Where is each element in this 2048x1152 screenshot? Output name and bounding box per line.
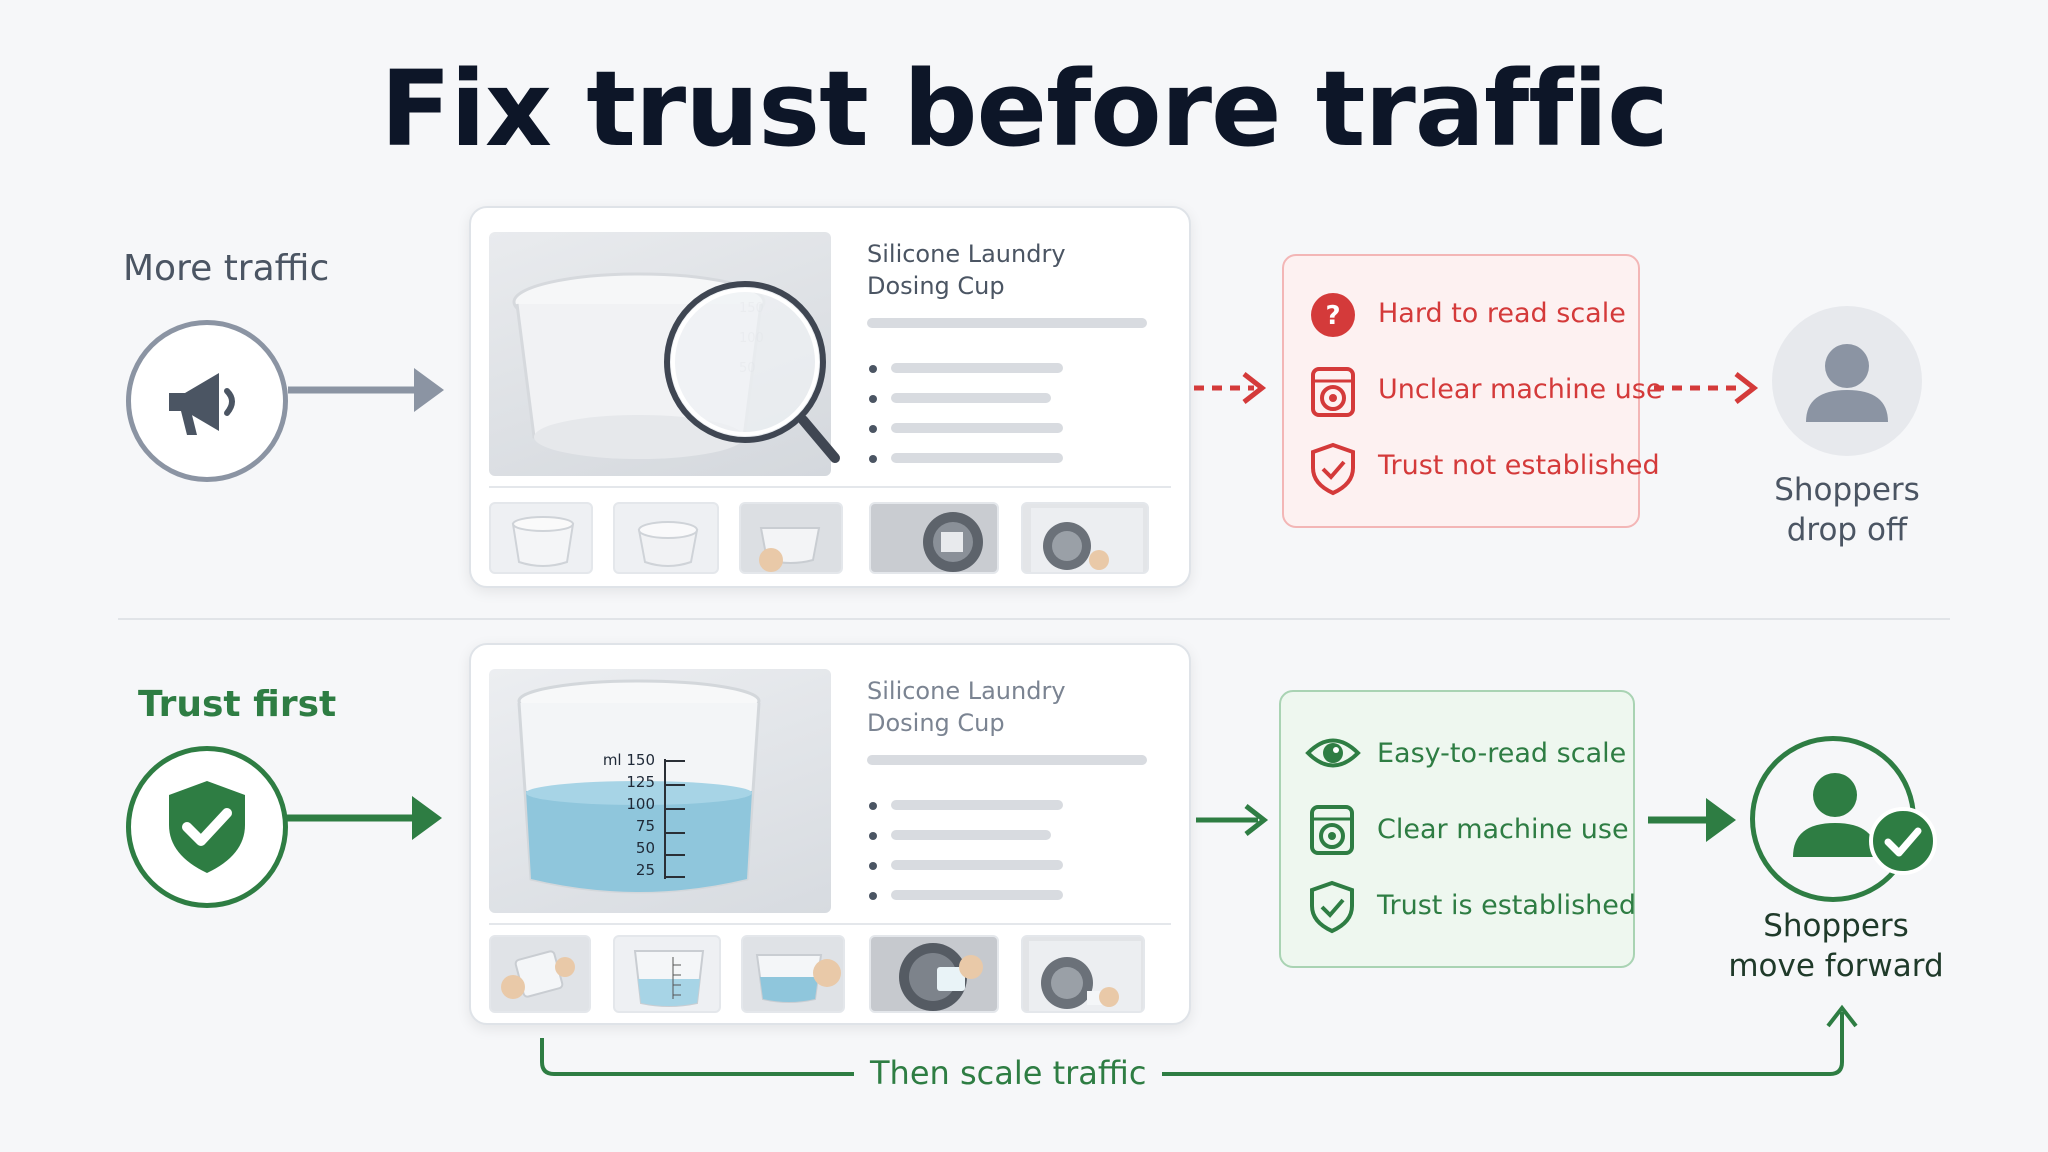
svg-text:?: ? (1325, 301, 1340, 331)
magnifier-icon (664, 281, 840, 463)
bullet-dot (869, 395, 877, 403)
description-bar (867, 318, 1147, 328)
user-avatar-gray (1772, 306, 1922, 456)
issues-box: ? Hard to read scale Unclear machine use… (1282, 254, 1662, 528)
bullet-dot (869, 832, 877, 840)
thumbnail-1[interactable] (489, 502, 593, 574)
thumbnail-3[interactable] (739, 502, 843, 574)
benefit-text: Easy-to-read scale (1377, 738, 1627, 769)
product-title: Silicone Laundry Dosing Cup (867, 677, 1066, 737)
card-divider (489, 486, 1171, 488)
shield-check-icon (169, 781, 245, 873)
bullet-bar (891, 800, 1063, 810)
question-icon: ? (1311, 293, 1355, 337)
loop-arrow (540, 1004, 1858, 1076)
thumbnail-3[interactable] (741, 935, 845, 1013)
product-card-clear: ml 150 125 100 75 50 25 Silicone Laundry… (469, 643, 1191, 1025)
thumbnail-4[interactable] (869, 935, 999, 1013)
bullet-dot (869, 862, 877, 870)
dashed-arrow-to-issues (1194, 372, 1267, 404)
description-bar (867, 755, 1147, 765)
bullet-bar (891, 393, 1051, 403)
issue-text: Hard to read scale (1378, 298, 1626, 329)
thumbnail-5[interactable] (1021, 935, 1145, 1013)
loop-label: Then scale traffic (854, 1054, 1163, 1092)
bullet-dot (869, 892, 877, 900)
benefits-box: Easy-to-read scale Clear machine use Tru… (1279, 690, 1637, 968)
issue-text: Unclear machine use (1378, 374, 1663, 405)
arrow-to-benefits (1196, 804, 1269, 836)
shield-circle (126, 746, 288, 908)
washing-machine-icon (1310, 805, 1354, 855)
benefit-text: Trust is established (1377, 890, 1637, 921)
bullet-bar (891, 423, 1063, 433)
arrow-to-move-forward (1648, 798, 1736, 842)
thumbnail-2[interactable] (613, 502, 719, 574)
benefit-text: Clear machine use (1377, 814, 1629, 845)
check-badge-icon (1869, 807, 1937, 875)
user-icon (1806, 344, 1888, 422)
thumbnail-2[interactable] (613, 935, 721, 1013)
page-title: Fix trust before traffic (380, 48, 1669, 170)
bullet-dot (869, 425, 877, 433)
shield-check-icon (1310, 880, 1354, 934)
megaphone-circle (126, 320, 288, 482)
shield-check-icon (1311, 442, 1355, 496)
user-avatar-green (1750, 736, 1916, 902)
bullet-dot (869, 365, 877, 373)
bullet-dot (869, 802, 877, 810)
issue-text: Trust not established (1378, 450, 1660, 481)
row-label-more-traffic: More traffic (123, 248, 330, 289)
dashed-arrow-to-drop-off (1654, 372, 1759, 404)
row-label-trust-first: Trust first (138, 684, 337, 725)
card-divider (489, 923, 1171, 925)
eye-icon (1305, 738, 1361, 768)
arrow-trust-to-page (286, 796, 442, 840)
bullet-bar (891, 830, 1051, 840)
megaphone-icon (169, 373, 235, 435)
product-main-image[interactable] (489, 669, 831, 913)
product-card-unclear: 15010050 Silicone Laundry Dosing Cup (469, 206, 1191, 588)
thumbnail-1[interactable] (489, 935, 591, 1013)
washing-machine-icon (1311, 367, 1355, 417)
user-icon (1793, 773, 1877, 857)
result-move-forward: Shoppers move forward (1728, 908, 1944, 984)
thumbnail-5[interactable] (1021, 502, 1149, 574)
result-drop-off: Shoppers drop off (1774, 472, 1920, 548)
bullet-bar (891, 363, 1063, 373)
bullet-dot (869, 455, 877, 463)
product-title: Silicone Laundry Dosing Cup (867, 240, 1066, 300)
arrow-traffic-to-page (288, 368, 444, 412)
bullet-bar (891, 453, 1063, 463)
bullet-bar (891, 860, 1063, 870)
bullet-bar (891, 890, 1063, 900)
thumbnail-4[interactable] (869, 502, 999, 574)
row-divider (118, 618, 1950, 620)
scale-labels: ml 150 125 100 75 50 25 (602, 751, 655, 879)
